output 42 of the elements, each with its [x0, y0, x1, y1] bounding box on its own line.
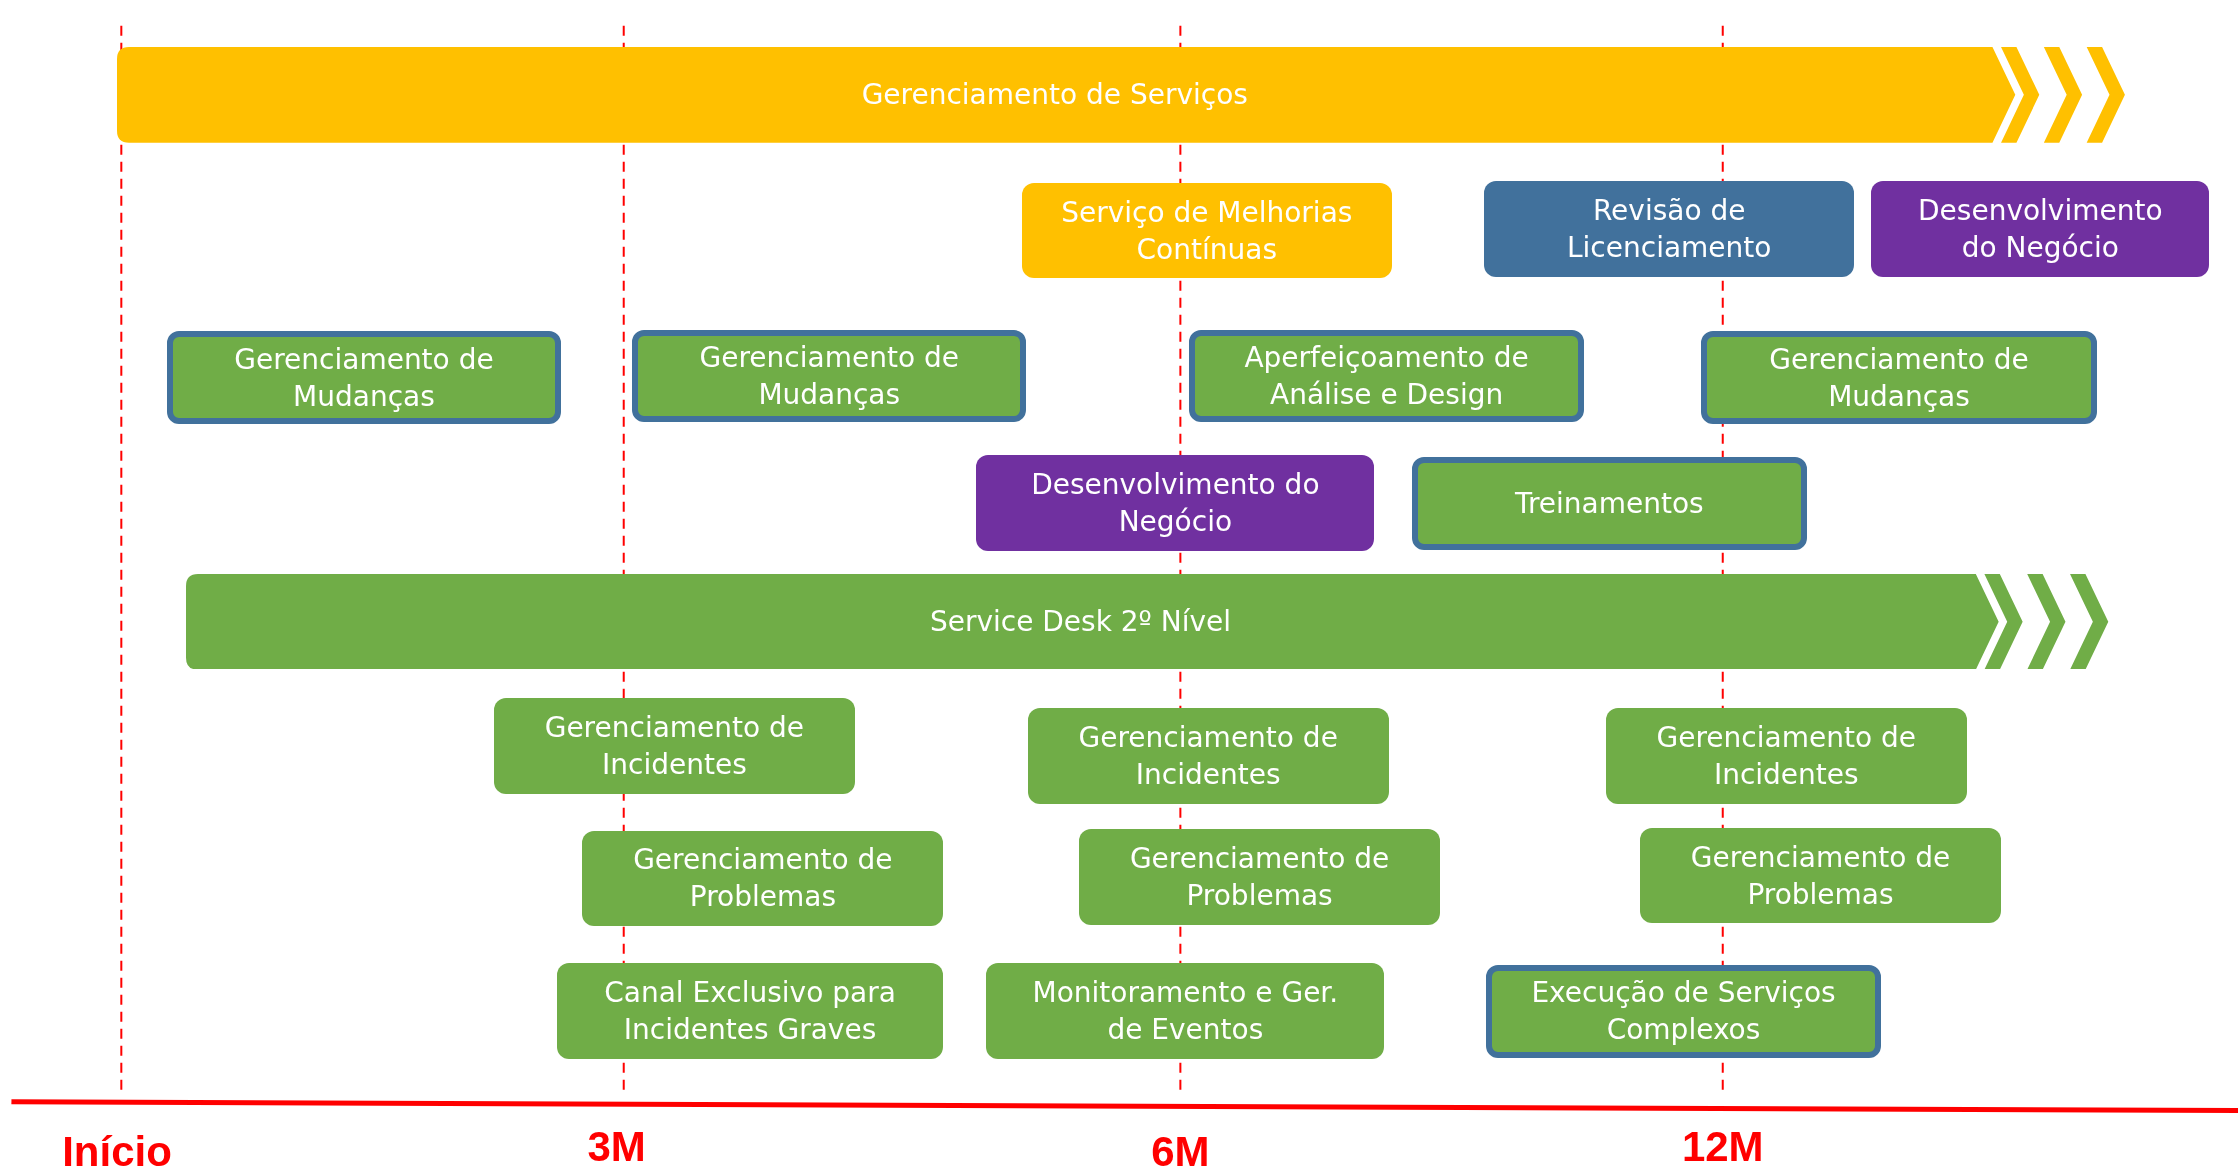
activity-box — [582, 830, 944, 927]
node-label: Execução de Serviços Complexos — [1530, 975, 1837, 1049]
milestone-label: Início — [62, 1127, 172, 1170]
node-label: Treinamentos — [1514, 485, 1704, 522]
node-label: Desenvolvimento do Negócio — [1917, 193, 2164, 267]
milestone-label: 6M — [1151, 1127, 1210, 1170]
node-label: Gerenciamento de Incidentes — [1655, 719, 1917, 793]
activity-box — [1871, 181, 2210, 277]
activity-box — [632, 329, 1027, 423]
activity-box — [556, 963, 944, 1060]
milestone-label: 3M — [587, 1123, 646, 1170]
activity-box — [1701, 331, 2097, 424]
node-label: Gerenciamento de Mudanças — [698, 340, 960, 414]
activity-box — [1188, 329, 1585, 423]
activity-box — [1485, 964, 1882, 1058]
node-label: Desenvolvimento do Negócio — [1030, 467, 1321, 541]
activity-box — [1605, 707, 1967, 804]
node-label: Canal Exclusivo para Incidentes Graves — [603, 975, 897, 1049]
node-label: Service Desk 2º Nível — [929, 604, 1231, 641]
node-label: Gerenciamento de Incidentes — [1077, 719, 1339, 793]
activity-box — [493, 697, 855, 794]
node-label: Gerenciamento de Incidentes — [543, 709, 806, 783]
node-label: Gerenciamento de Mudanças — [1768, 341, 2030, 415]
node-label: Gerenciamento de Problemas — [1689, 839, 1952, 913]
milestone-label: 12M — [1681, 1123, 1764, 1170]
node-label: Aperfeiçoamento de Análise e Design — [1243, 340, 1530, 414]
activity-box — [1027, 707, 1389, 804]
activity-box — [1021, 182, 1392, 279]
activity-box — [1484, 181, 1855, 277]
activity-box — [1411, 456, 1807, 550]
node-label: Gerenciamento de Mudanças — [233, 341, 495, 415]
activity-box — [167, 331, 561, 424]
activity-box — [1079, 829, 1441, 925]
node-label: Gerenciamento de Serviços — [861, 77, 1248, 114]
activity-box — [986, 963, 1385, 1060]
activity-box — [976, 455, 1375, 551]
node-label: Revisão de Licenciamento — [1566, 193, 1773, 267]
node-label: Serviço de Melhorias Contínuas — [1060, 194, 1354, 268]
node-label: Gerenciamento de Problemas — [632, 842, 894, 916]
node-label: Monitoramento e Ger. de Eventos — [1031, 975, 1340, 1049]
node-label: Gerenciamento de Problemas — [1128, 841, 1391, 915]
activity-box — [1639, 827, 2002, 924]
